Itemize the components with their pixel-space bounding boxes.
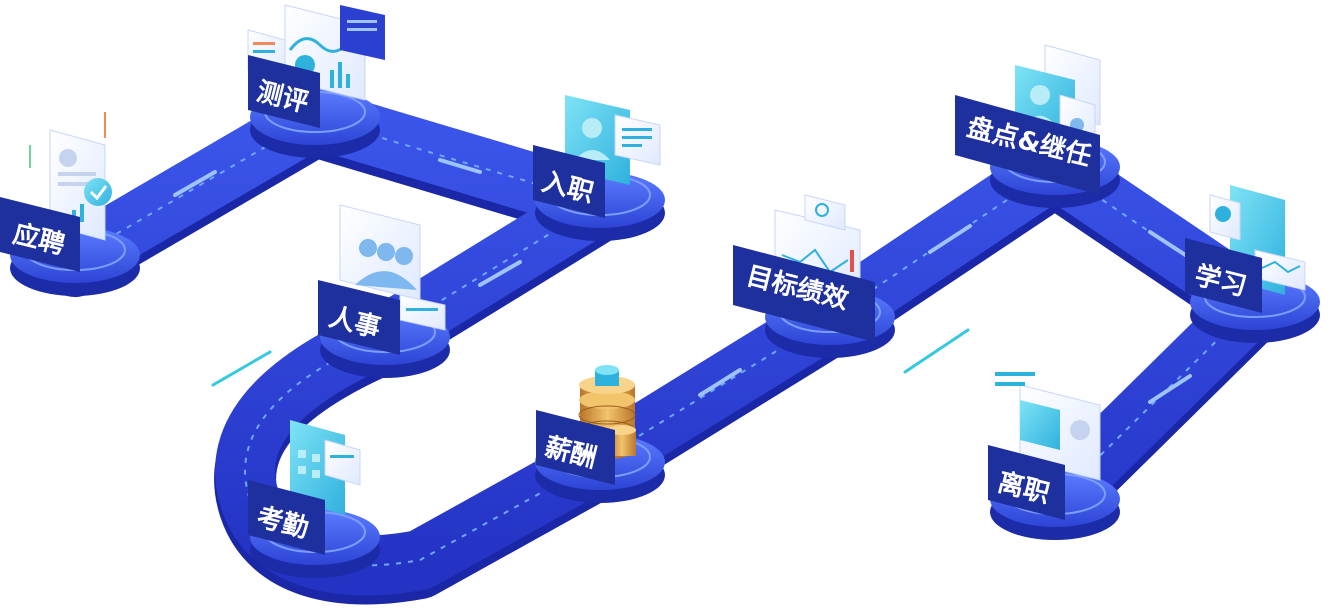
stage-label-succession: 盘点&继任 xyxy=(955,95,1100,195)
stage-label-attendance: 考勤 xyxy=(248,480,325,555)
stage-label-personnel: 人事 xyxy=(318,280,400,355)
book-icon xyxy=(1209,185,1306,295)
stage-label-salary: 薪酬 xyxy=(536,410,615,485)
calendar-icon xyxy=(290,420,361,515)
stage-label-performance: 目标绩效 xyxy=(733,245,875,342)
stage-label-recruit: 应聘 xyxy=(0,197,80,272)
exit-document-icon xyxy=(995,372,1101,481)
stage-label-offboarding: 离职 xyxy=(988,445,1065,520)
stage-label-assessment: 测评 xyxy=(248,55,320,128)
light-streaks xyxy=(29,112,970,387)
team-people-icon xyxy=(339,204,446,331)
resume-card-icon xyxy=(49,129,112,241)
stage-label-learning: 学习 xyxy=(1185,238,1262,313)
stage-label-onboarding: 入职 xyxy=(533,145,605,218)
